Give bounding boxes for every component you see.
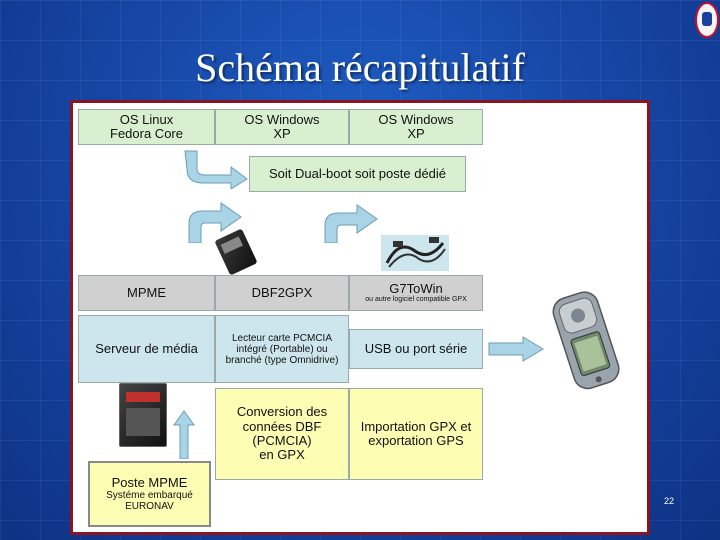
os-windows-2-line2: XP xyxy=(407,126,425,141)
curved-arrow-right-icon xyxy=(324,204,378,243)
dual-boot-label: Soit Dual-boot soit poste dédié xyxy=(268,165,447,181)
conversion-line4: en GPX xyxy=(259,447,305,463)
dbf2gpx-box: DBF2GPX xyxy=(215,275,349,311)
os-windows-xp-box-1: OS Windows XP xyxy=(215,109,349,145)
usb-port-serie-label: USB ou port série xyxy=(364,340,468,356)
gps-device-icon xyxy=(552,291,620,390)
serveur-media-label: Serveur de média xyxy=(95,340,198,356)
lecteur-line1: Lecteur carte PCMCIA xyxy=(231,332,333,344)
g7towin-label: G7ToWin xyxy=(389,281,443,296)
lecteur-line2: intégré (Portable) ou xyxy=(236,343,328,355)
g7towin-box: G7ToWin ou autre logiciel compatible GPX xyxy=(349,275,483,311)
slide-title: Schéma récapitulatif xyxy=(195,45,525,90)
os-linux-line2: Fedora Core xyxy=(110,126,183,141)
importation-line2: exportation GPS xyxy=(368,433,464,448)
serveur-media-box: Serveur de média xyxy=(78,315,215,383)
mpme-label: MPME xyxy=(127,284,166,300)
up-arrow-icon xyxy=(173,410,195,459)
curved-arrow-to-dualboot-icon xyxy=(184,150,248,189)
university-logo xyxy=(695,2,719,38)
conversion-dbf-box: Conversion des connées DBF (PCMCIA) en G… xyxy=(215,388,349,480)
os-windows-xp-box-2: OS Windows XP xyxy=(349,109,483,145)
poste-mpme-box: Poste MPME Systéme embarqué EURONAV xyxy=(88,461,211,527)
usb-port-serie-box: USB ou port série xyxy=(349,329,483,369)
g7towin-sublabel: ou autre logiciel compatible GPX xyxy=(365,296,467,304)
conversion-line3: (PCMCIA) xyxy=(252,433,312,448)
arrow-to-gps-icon xyxy=(488,336,544,362)
poste-mpme-sub1: Systéme embarqué xyxy=(106,490,193,502)
logo-shield-icon xyxy=(702,12,712,26)
conversion-line2: connées DBF xyxy=(242,418,322,434)
lecteur-line3: branché (type Omnidrive) xyxy=(225,354,339,366)
os-windows-1-line1: OS Windows xyxy=(244,111,320,127)
pcmcia-card-large-icon xyxy=(119,383,167,447)
conversion-line1: Conversion des xyxy=(236,404,328,420)
mpme-box: MPME xyxy=(78,275,215,311)
diagram-panel: OS Linux Fedora Core OS Windows XP OS Wi… xyxy=(70,100,650,535)
os-linux-line1: OS Linux xyxy=(119,111,174,127)
usb-cable-icon xyxy=(381,235,449,271)
lecteur-pcmcia-box: Lecteur carte PCMCIA intégré (Portable) … xyxy=(215,315,349,383)
dual-boot-box: Soit Dual-boot soit poste dédié xyxy=(249,156,466,192)
poste-mpme-title: Poste MPME xyxy=(111,474,188,490)
importation-gpx-box: Importation GPX et exportation GPS xyxy=(349,388,483,480)
poste-mpme-sub2: EURONAV xyxy=(125,501,174,513)
curved-arrow-left-icon xyxy=(188,202,242,243)
page-number: 22 xyxy=(664,496,675,506)
os-linux-box: OS Linux Fedora Core xyxy=(78,109,215,145)
importation-line1: Importation GPX et xyxy=(360,418,472,434)
os-windows-1-line2: XP xyxy=(273,126,291,141)
dbf2gpx-label: DBF2GPX xyxy=(251,284,313,300)
os-windows-2-line1: OS Windows xyxy=(378,111,454,127)
